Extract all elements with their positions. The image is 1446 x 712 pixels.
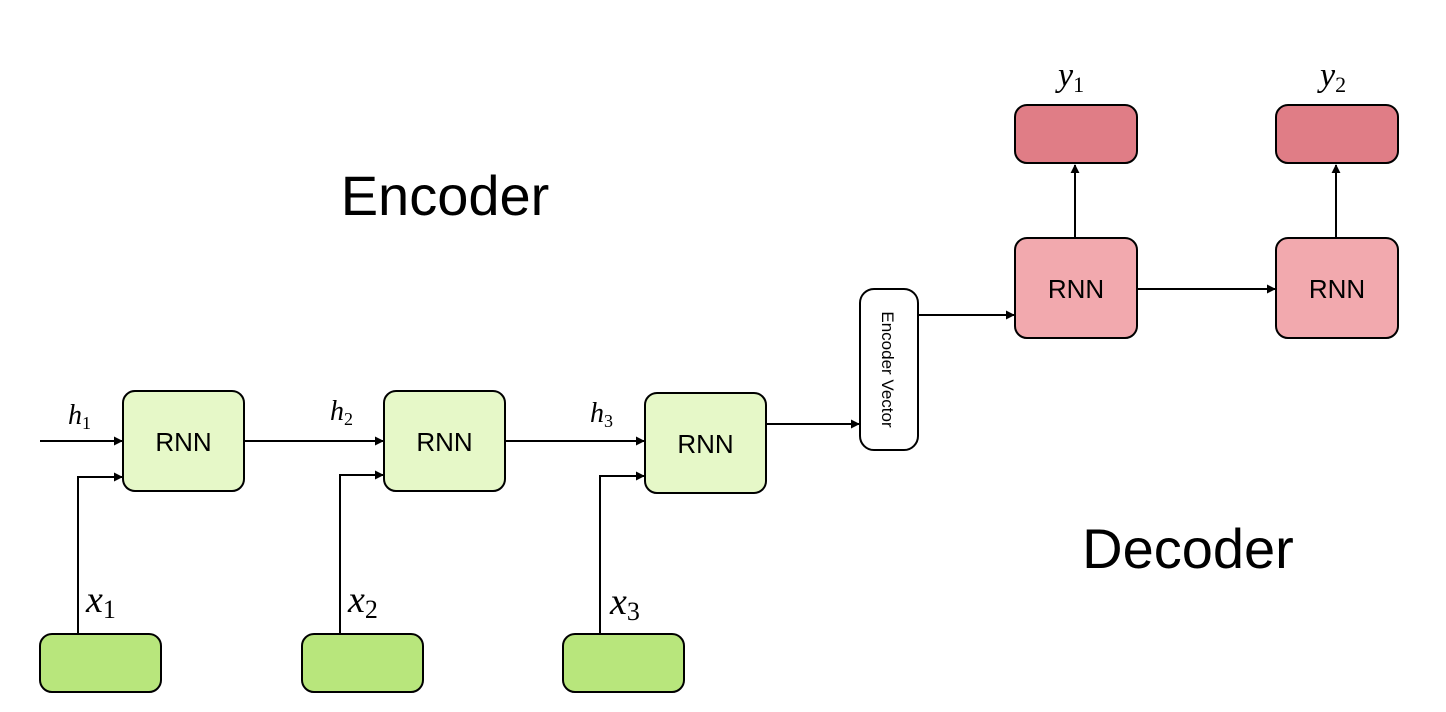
output-box-1 [1014,104,1138,164]
encoder-vector-label: Encoder Vector [878,311,897,428]
input-label-1: x1 [85,579,116,624]
encoder-cell-1: RNN [122,390,245,492]
decoder-cell-1: RNN [1014,237,1138,339]
encoder-cell-label: RNN [677,429,733,459]
hidden-state-label-3: h3 [590,398,613,431]
output-box-2 [1275,104,1399,164]
input-arrow-2 [339,470,384,634]
encoder-cell-label: RNN [416,427,472,457]
decoder-cell-label: RNN [1309,274,1365,304]
input-label-2: x2 [347,579,378,624]
encoder-cell-2: RNN [383,390,506,492]
encoder-title: Encoder [341,164,550,227]
input-box-1 [39,633,162,693]
decoder-title: Decoder [1082,517,1294,580]
encoder-cell-label: RNN [155,427,211,457]
input-label-3: x3 [609,581,640,626]
encoder-vector: Encoder Vector [859,288,919,451]
input-arrow-1 [77,472,123,634]
decoder-cell-2: RNN [1275,237,1399,339]
input-arrow-3 [599,471,645,634]
hidden-state-label-1: h1 [68,400,91,433]
output-label-2: y2 [1317,57,1346,97]
input-box-3 [562,633,685,693]
encoder-cell-3: RNN [644,392,767,494]
input-box-2 [301,633,424,693]
hidden-state-label-2: h2 [330,396,353,429]
output-label-1: y1 [1055,57,1084,97]
decoder-cell-label: RNN [1048,274,1104,304]
